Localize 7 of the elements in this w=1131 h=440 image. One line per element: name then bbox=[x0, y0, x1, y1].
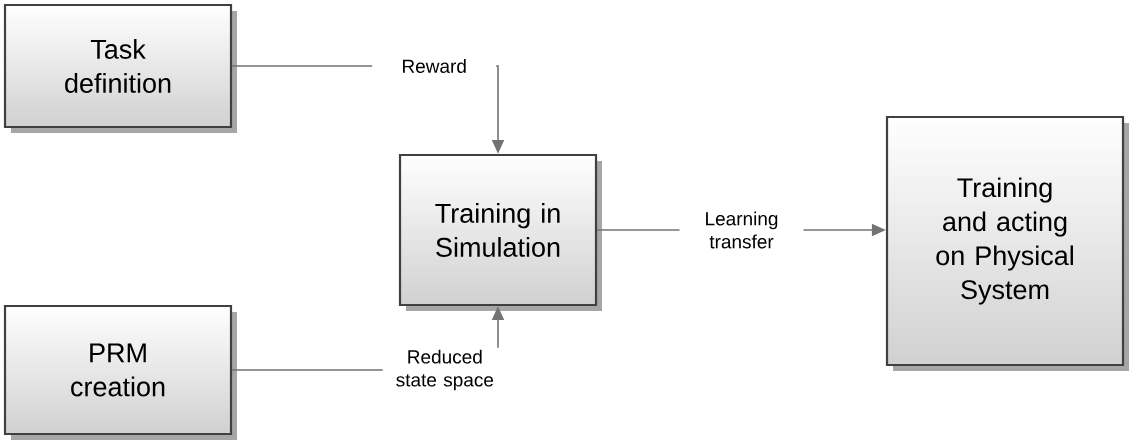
edge-label: Reward bbox=[372, 57, 497, 75]
edge-label: Reduced state space bbox=[382, 347, 507, 393]
process-box: Training and acting on Physical System bbox=[885, 115, 1129, 371]
process-box: Task definition bbox=[3, 3, 237, 133]
process-box: Training in Simulation bbox=[398, 153, 602, 311]
edge-label: Learning transfer bbox=[679, 209, 804, 251]
process-box: PRM creation bbox=[3, 304, 237, 440]
